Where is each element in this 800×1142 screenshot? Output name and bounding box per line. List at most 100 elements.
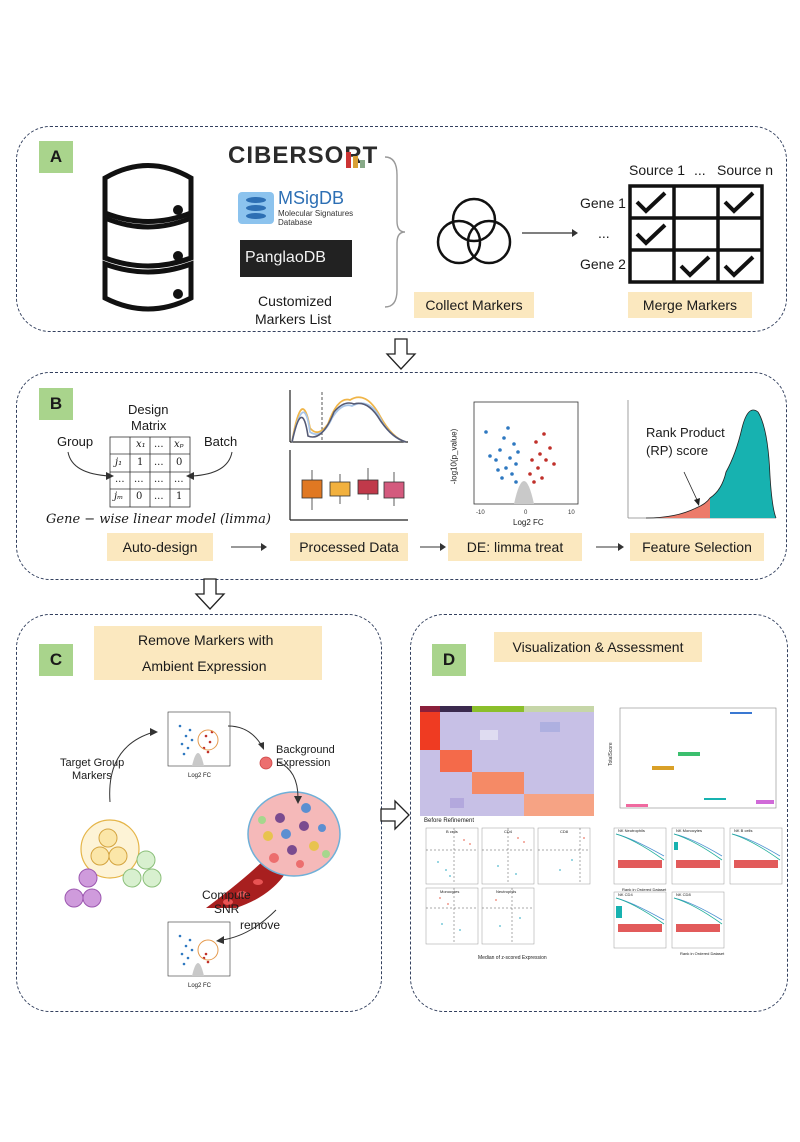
matrix-cell: 0 (136, 491, 143, 502)
panglaodb-logo (240, 240, 352, 277)
matrix-cell: ... (154, 457, 164, 468)
batch-arrow-icon (186, 451, 233, 480)
target-group-line1: Target Group (60, 757, 125, 769)
right-arrow-icon (380, 799, 410, 831)
gsea-title: NK CD8 (676, 892, 691, 897)
volcano-top-xlabel: Log2 FC (188, 773, 212, 779)
matrix-header-x1: x₁ (136, 439, 146, 450)
matrix-cell: ... (134, 474, 144, 485)
design-matrix-grid (109, 436, 191, 508)
svg-text:0: 0 (524, 510, 528, 516)
down-arrow-icon (385, 338, 417, 370)
group-arrow-icon (67, 451, 114, 480)
msigdb-logo-subtitle2: Database (278, 218, 313, 227)
msigdb-logo-title: MSigDB (278, 188, 345, 208)
scatter-title: Monocytes (440, 889, 460, 894)
svg-text:TotalScore: TotalScore (608, 742, 614, 766)
panel-d-badge: D (432, 644, 466, 676)
purple-cells-icon (64, 868, 102, 908)
processed-data-label: Processed Data (290, 533, 408, 561)
scatter-title: B cells (446, 829, 458, 834)
feature-selection-label: Feature Selection (630, 533, 764, 561)
gsea-xlabel: Rank in Ordered Dataset (680, 951, 725, 956)
remove-arrow-icon (216, 909, 277, 944)
panel-c-title1: Remove Markers with (138, 632, 274, 648)
scatter-title: Neutrophils (496, 889, 517, 894)
rank-product-label1: Rank Product (646, 425, 725, 440)
check-icon (635, 191, 667, 214)
panel-d-title: Visualization & Assessment (494, 632, 702, 662)
matrix-cell: ... (154, 474, 164, 485)
gsea-xlabel: Rank in Ordered Dataset (622, 887, 667, 892)
target-group-line2: Markers (72, 770, 112, 782)
panel-c-title2: Ambient Expression (142, 658, 267, 674)
gsea-title: NK Monocytes (676, 828, 703, 833)
matrix-row-jm: jₘ (114, 491, 124, 502)
feature-selection-plot (627, 400, 777, 519)
arrow-icon (420, 543, 446, 551)
target-cells-icon (80, 819, 140, 879)
score-boxplot: TotalScore (608, 707, 777, 809)
scatter-grid (425, 827, 591, 945)
design-matrix-title2: Matrix (131, 418, 167, 433)
panel-c-badge: C (39, 644, 73, 676)
cibersort-bars-icon (346, 152, 365, 168)
gsea-title: NK Neutrophils (618, 828, 645, 833)
matrix-cell: ... (154, 491, 164, 502)
matrix-row-dots: ... (115, 474, 125, 485)
volcano-ylabel: -log10(p_value) (449, 428, 459, 485)
check-icon (723, 255, 755, 278)
table-row-gene1: Gene 1 (580, 195, 626, 211)
panel-b (16, 372, 787, 580)
table-col-source1: Source 1 (629, 162, 686, 178)
brace-icon (384, 156, 406, 308)
scatter-title: CD8 (560, 829, 569, 834)
matrix-row-j1: j₁ (115, 457, 123, 468)
arrow-icon (522, 229, 578, 237)
matrix-cell: ... (174, 474, 184, 485)
check-icon (723, 191, 755, 214)
custom-list-line1: Customized (258, 293, 332, 309)
batch-label: Batch (204, 434, 238, 449)
background-expression-line2: Expression (276, 757, 331, 769)
matrix-cell: 1 (137, 457, 144, 468)
rank-product-label2: (RP) score (646, 443, 709, 458)
heatmap (420, 706, 594, 816)
panel-d (410, 614, 788, 1012)
cell-icon (259, 756, 273, 770)
volcano-bottom-xlabel: Log2 FC (188, 983, 212, 989)
gsea-title: NK B cells (734, 828, 753, 833)
panglaodb-logo-text: PanglaoDB (245, 249, 326, 266)
svg-text:-10: -10 (476, 510, 485, 516)
msigdb-logo-icon (238, 192, 274, 224)
table-row-gene2: Gene 2 (580, 256, 626, 272)
matrix-header-dots: ... (154, 439, 164, 450)
volcano-plot: -10 0 10 (473, 401, 579, 516)
table-row-ellipsis: ... (598, 225, 610, 241)
design-matrix-title1: Design (128, 402, 169, 417)
collect-markers-label: Collect Markers (414, 292, 534, 318)
database-icon (102, 163, 194, 312)
merge-table-grid (628, 184, 764, 284)
group-label: Group (57, 434, 94, 449)
table-col-ellipsis: ... (694, 162, 706, 178)
panel-a (16, 126, 787, 332)
merge-markers-label: Merge Markers (628, 292, 752, 318)
panel-c-title-box (94, 626, 322, 680)
check-icon (635, 223, 667, 246)
panel-a-badge: A (39, 141, 73, 173)
compute-snr-line1: Compute (202, 888, 251, 902)
background-expression-line1: Background (276, 744, 335, 756)
compute-snr-line2: SNR (214, 902, 240, 916)
linear-model-caption: Gene − wise linear model (limma) (46, 512, 271, 527)
remove-label: remove (240, 918, 281, 932)
matrix-cell: 0 (176, 457, 183, 468)
arrow-icon (227, 725, 264, 750)
de-limma-treat-label: DE: limma treat (448, 533, 582, 561)
cibersort-logo: CIBERSORT (228, 142, 379, 169)
green-cells-icon (122, 850, 162, 888)
arrow-icon (231, 543, 267, 551)
gsea-title: NK CD4 (618, 892, 633, 897)
density-plot (289, 390, 408, 443)
auto-design-label: Auto-design (107, 533, 213, 561)
